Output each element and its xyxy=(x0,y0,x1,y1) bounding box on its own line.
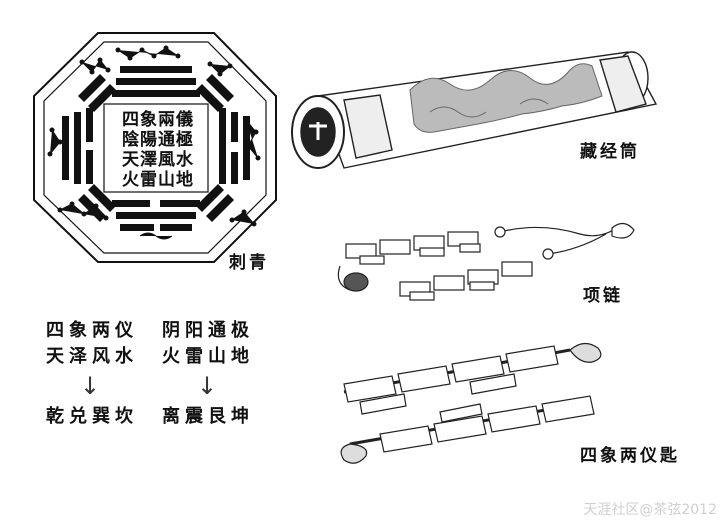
necklace xyxy=(337,222,635,301)
key-tiles-upper xyxy=(343,345,559,415)
label-key: 四象两仪匙 xyxy=(580,446,680,466)
octagon-outer xyxy=(33,32,277,263)
necklace-tiles-lower xyxy=(399,261,533,301)
label-scroll-tube: 藏经筒 xyxy=(580,142,640,162)
left-line-2: 天泽风水 xyxy=(46,346,138,367)
watermark: 天涯社区@茶弦2012 xyxy=(583,502,717,518)
right-down-arrow-icon: ↓ xyxy=(197,372,218,400)
scroll-tube xyxy=(291,51,658,169)
right-result: 离震艮坤 xyxy=(162,406,254,427)
center-panel xyxy=(103,103,209,193)
label-tattoo: 刺青 xyxy=(229,253,269,273)
left-down-arrow-icon: ↓ xyxy=(80,372,101,400)
bagua-tattoo xyxy=(33,32,277,263)
left-mapping: 四象两仪 天泽风水 xyxy=(46,318,138,370)
necklace-tiles-upper xyxy=(345,231,481,265)
sixiang-key xyxy=(340,342,602,464)
center-line-4: 火雷山地 xyxy=(122,170,194,190)
left-result: 乾兑巽坎 xyxy=(46,406,138,427)
octagon-inner xyxy=(43,41,267,254)
right-line-1: 阴阳通极 xyxy=(162,320,254,341)
trigram-bars xyxy=(62,66,250,231)
center-line-1: 四象兩儀 xyxy=(122,110,194,130)
center-line-2: 陰陽通極 xyxy=(122,130,194,150)
label-necklace: 项链 xyxy=(583,286,623,306)
center-line-3: 天澤風水 xyxy=(122,150,194,170)
dragon-pattern xyxy=(409,63,603,133)
right-line-2: 火雷山地 xyxy=(162,346,254,367)
tattoo-center-text: 四象兩儀 陰陽通極 天澤風水 火雷山地 xyxy=(108,110,208,190)
left-line-1: 四象两仪 xyxy=(46,320,138,341)
right-mapping: 阴阳通极 火雷山地 xyxy=(162,318,254,370)
key-tiles-lower xyxy=(379,395,595,453)
